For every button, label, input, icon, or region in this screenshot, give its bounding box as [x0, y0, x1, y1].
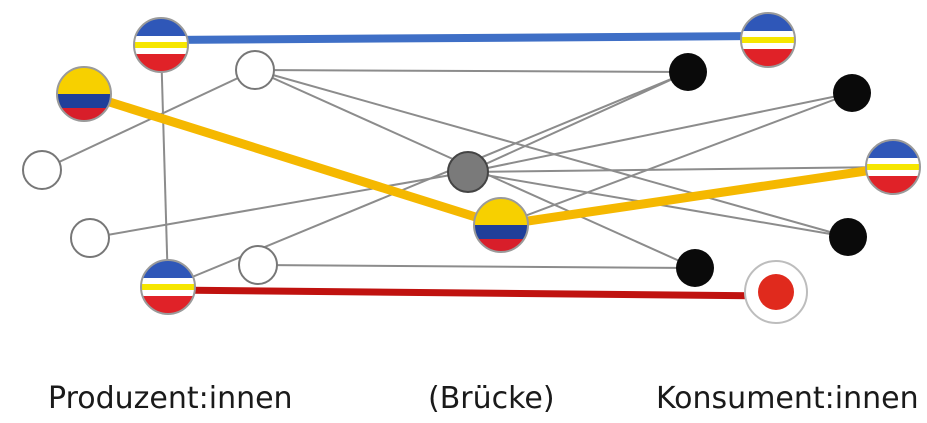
- flag-node-bottom-left: [140, 259, 196, 315]
- edge: [467, 92, 853, 173]
- blue-path: [157, 32, 772, 44]
- flag-node-top-left: [133, 17, 189, 73]
- colombia-flag-node-left: [56, 66, 112, 122]
- consumers-caption: Konsument:innen: [656, 381, 919, 416]
- target-node: [744, 260, 808, 324]
- edge: [467, 166, 894, 173]
- flag-node-right: [865, 139, 921, 195]
- edge: [467, 71, 689, 173]
- consumer-node: [833, 74, 871, 112]
- edge: [254, 69, 689, 73]
- red-path: [164, 286, 777, 300]
- consumer-node: [669, 53, 707, 91]
- edge: [257, 264, 696, 269]
- empty-node: [70, 218, 110, 258]
- edge: [254, 69, 849, 238]
- edge: [41, 69, 256, 171]
- edge: [89, 171, 469, 239]
- consumer-node: [676, 249, 714, 287]
- empty-node: [235, 50, 275, 90]
- empty-node: [22, 150, 62, 190]
- consumer-node: [829, 218, 867, 256]
- colombia-flag-node-bridge: [473, 197, 529, 253]
- bridge-caption: (Brücke): [428, 381, 555, 416]
- empty-node: [238, 245, 278, 285]
- bridge-node: [447, 151, 489, 193]
- producers-caption: Produzent:innen: [48, 381, 293, 416]
- edge: [160, 44, 169, 288]
- flag-node-top-right: [740, 12, 796, 68]
- edge: [500, 92, 853, 226]
